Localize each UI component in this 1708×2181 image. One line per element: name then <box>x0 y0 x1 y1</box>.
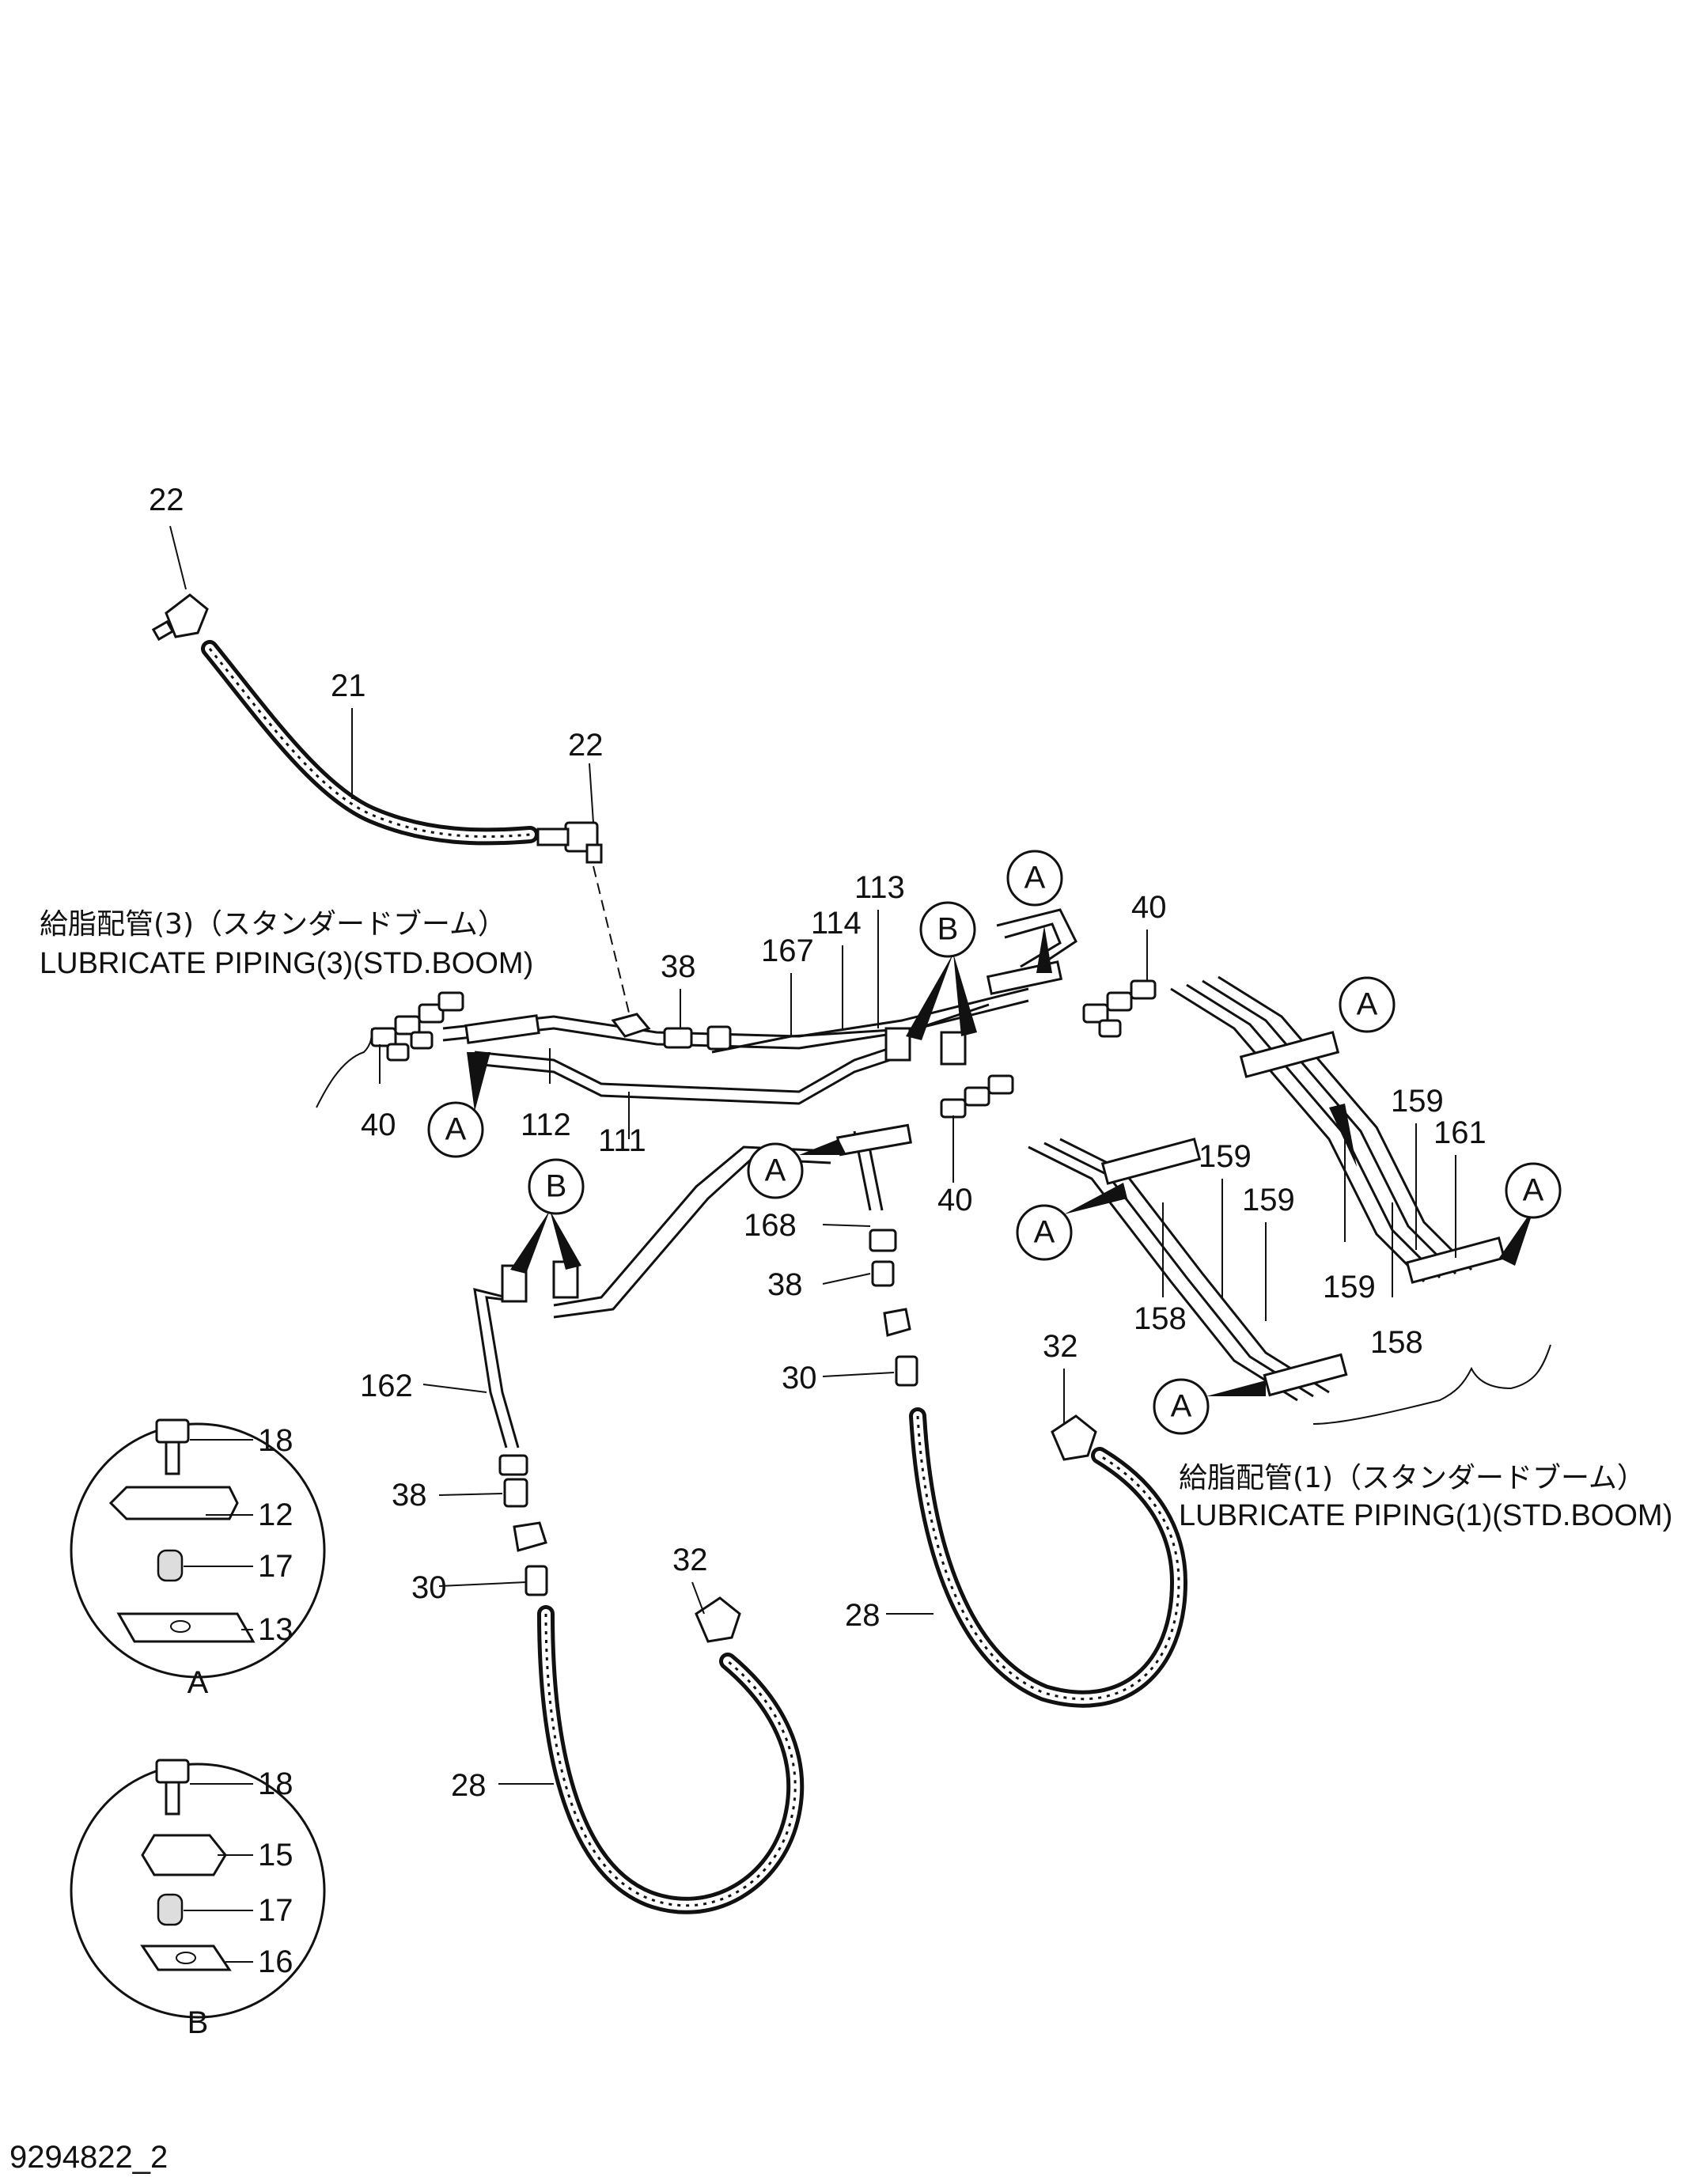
label-a-spacer: 17 <box>258 1549 294 1584</box>
svg-text:A: A <box>445 1112 467 1147</box>
clamp-15 <box>141 1834 227 1876</box>
label-38-center: 38 <box>767 1267 803 1302</box>
callout-a-6: A <box>1016 1204 1073 1261</box>
label-22-top: 22 <box>149 483 184 517</box>
label-b-clamp: 15 <box>258 1838 294 1872</box>
hose-28-left <box>537 1596 805 1914</box>
fitting-stack-left <box>498 1454 548 1596</box>
callout-a-3: A <box>427 1101 484 1158</box>
detail-a: 18 12 17 13 A <box>70 1418 326 1700</box>
fittings-40-right <box>1082 979 1157 1038</box>
callout-a-2: A <box>1339 976 1396 1033</box>
label-162: 162 <box>360 1369 413 1403</box>
caption-piping3-jp: 給脂配管(3)（スタンダードブーム） <box>40 908 506 941</box>
hose-21 <box>201 640 539 846</box>
label-a-bolt: 18 <box>258 1423 294 1458</box>
drawing-id: 9294822_2 <box>9 2140 168 2175</box>
label-38-top: 38 <box>661 949 696 984</box>
label-38-left: 38 <box>392 1478 427 1513</box>
label-159-d: 159 <box>1323 1270 1376 1304</box>
callout-a-7: A <box>1153 1378 1210 1435</box>
label-159-b: 159 <box>1199 1139 1252 1174</box>
clamp-12 <box>108 1486 239 1520</box>
elbow-fitting-22-top <box>151 593 209 642</box>
label-112: 112 <box>521 1108 571 1142</box>
label-159-a: 159 <box>1391 1084 1444 1119</box>
elbow-fitting-22-mid <box>536 821 603 864</box>
svg-text:A: A <box>1171 1389 1192 1424</box>
label-114: 114 <box>811 906 862 941</box>
fittings-40-left <box>370 991 464 1062</box>
svg-text:B: B <box>546 1169 567 1204</box>
label-159-c: 159 <box>1242 1183 1295 1217</box>
hose-28-right <box>909 1407 1188 1708</box>
central-clamps <box>464 960 1063 1303</box>
callout-b-2: B <box>528 1158 585 1215</box>
label-28-left: 28 <box>451 1768 487 1803</box>
label-b-spacer: 17 <box>258 1893 294 1928</box>
fitting-stack-center <box>869 1229 918 1387</box>
spacer-17-b <box>157 1893 184 1926</box>
label-40-center: 40 <box>937 1183 973 1217</box>
callout-b-1: B <box>919 901 976 958</box>
callout-a-4: A <box>747 1142 804 1199</box>
label-40-right: 40 <box>1131 890 1167 925</box>
label-161: 161 <box>1433 1115 1486 1150</box>
fitting-38-top <box>663 1025 732 1051</box>
detail-a-title: A <box>187 1665 209 1700</box>
label-111: 111 <box>598 1123 646 1158</box>
right-pipe-bundle <box>1028 975 1506 1402</box>
svg-text:A: A <box>1523 1173 1544 1208</box>
assembly-line <box>593 865 630 1013</box>
part-numbers: 22 21 22 113 114 167 38 40 112 111 40 40… <box>149 483 1486 1803</box>
label-a-plate: 13 <box>258 1612 294 1647</box>
label-b-bolt: 18 <box>258 1766 294 1801</box>
label-30-left: 30 <box>411 1570 447 1605</box>
label-113: 113 <box>854 870 905 905</box>
svg-text:A: A <box>1034 1215 1055 1250</box>
bolt-18-b <box>155 1759 190 1816</box>
label-21: 21 <box>331 668 366 703</box>
block-fitting-top <box>611 1013 651 1038</box>
svg-text:B: B <box>937 912 959 947</box>
callout-a-5: A <box>1505 1162 1562 1219</box>
svg-text:A: A <box>765 1153 786 1188</box>
label-158-a: 158 <box>1134 1301 1187 1336</box>
caption-piping1-en: LUBRICATE PIPING(1)(STD.BOOM) <box>1179 1499 1672 1532</box>
brace-piping3 <box>316 1028 373 1108</box>
label-30-center: 30 <box>782 1361 817 1395</box>
svg-text:A: A <box>1024 861 1046 895</box>
svg-text:A: A <box>1357 987 1378 1022</box>
brace-piping1 <box>1312 1344 1551 1425</box>
callout-a-1: A <box>1006 850 1063 907</box>
label-40-left: 40 <box>361 1108 396 1142</box>
callout-pointers <box>467 926 1535 1396</box>
label-a-clamp: 12 <box>258 1498 294 1532</box>
detail-b-title: B <box>187 2005 209 2040</box>
bolt-18-a <box>155 1418 190 1475</box>
spacer-17-a <box>157 1549 184 1582</box>
caption-piping1-jp: 給脂配管(1)（スタンダードブーム） <box>1179 1462 1646 1494</box>
label-168: 168 <box>744 1208 797 1243</box>
fittings-40-center <box>940 1074 1014 1119</box>
caption-piping3-en: LUBRICATE PIPING(3)(STD.BOOM) <box>40 947 533 980</box>
label-28-right: 28 <box>845 1598 881 1633</box>
label-32-left: 32 <box>672 1543 708 1577</box>
leader-lines <box>169 525 1456 1785</box>
callout-circles: A B A A A B A A A <box>427 850 1562 1435</box>
label-22-mid: 22 <box>568 728 604 763</box>
label-32-right: 32 <box>1043 1329 1078 1364</box>
label-b-plate: 16 <box>258 1944 294 1979</box>
label-167: 167 <box>761 933 814 968</box>
detail-b: 18 15 17 16 B <box>70 1759 326 2040</box>
label-158-b: 158 <box>1370 1325 1423 1360</box>
